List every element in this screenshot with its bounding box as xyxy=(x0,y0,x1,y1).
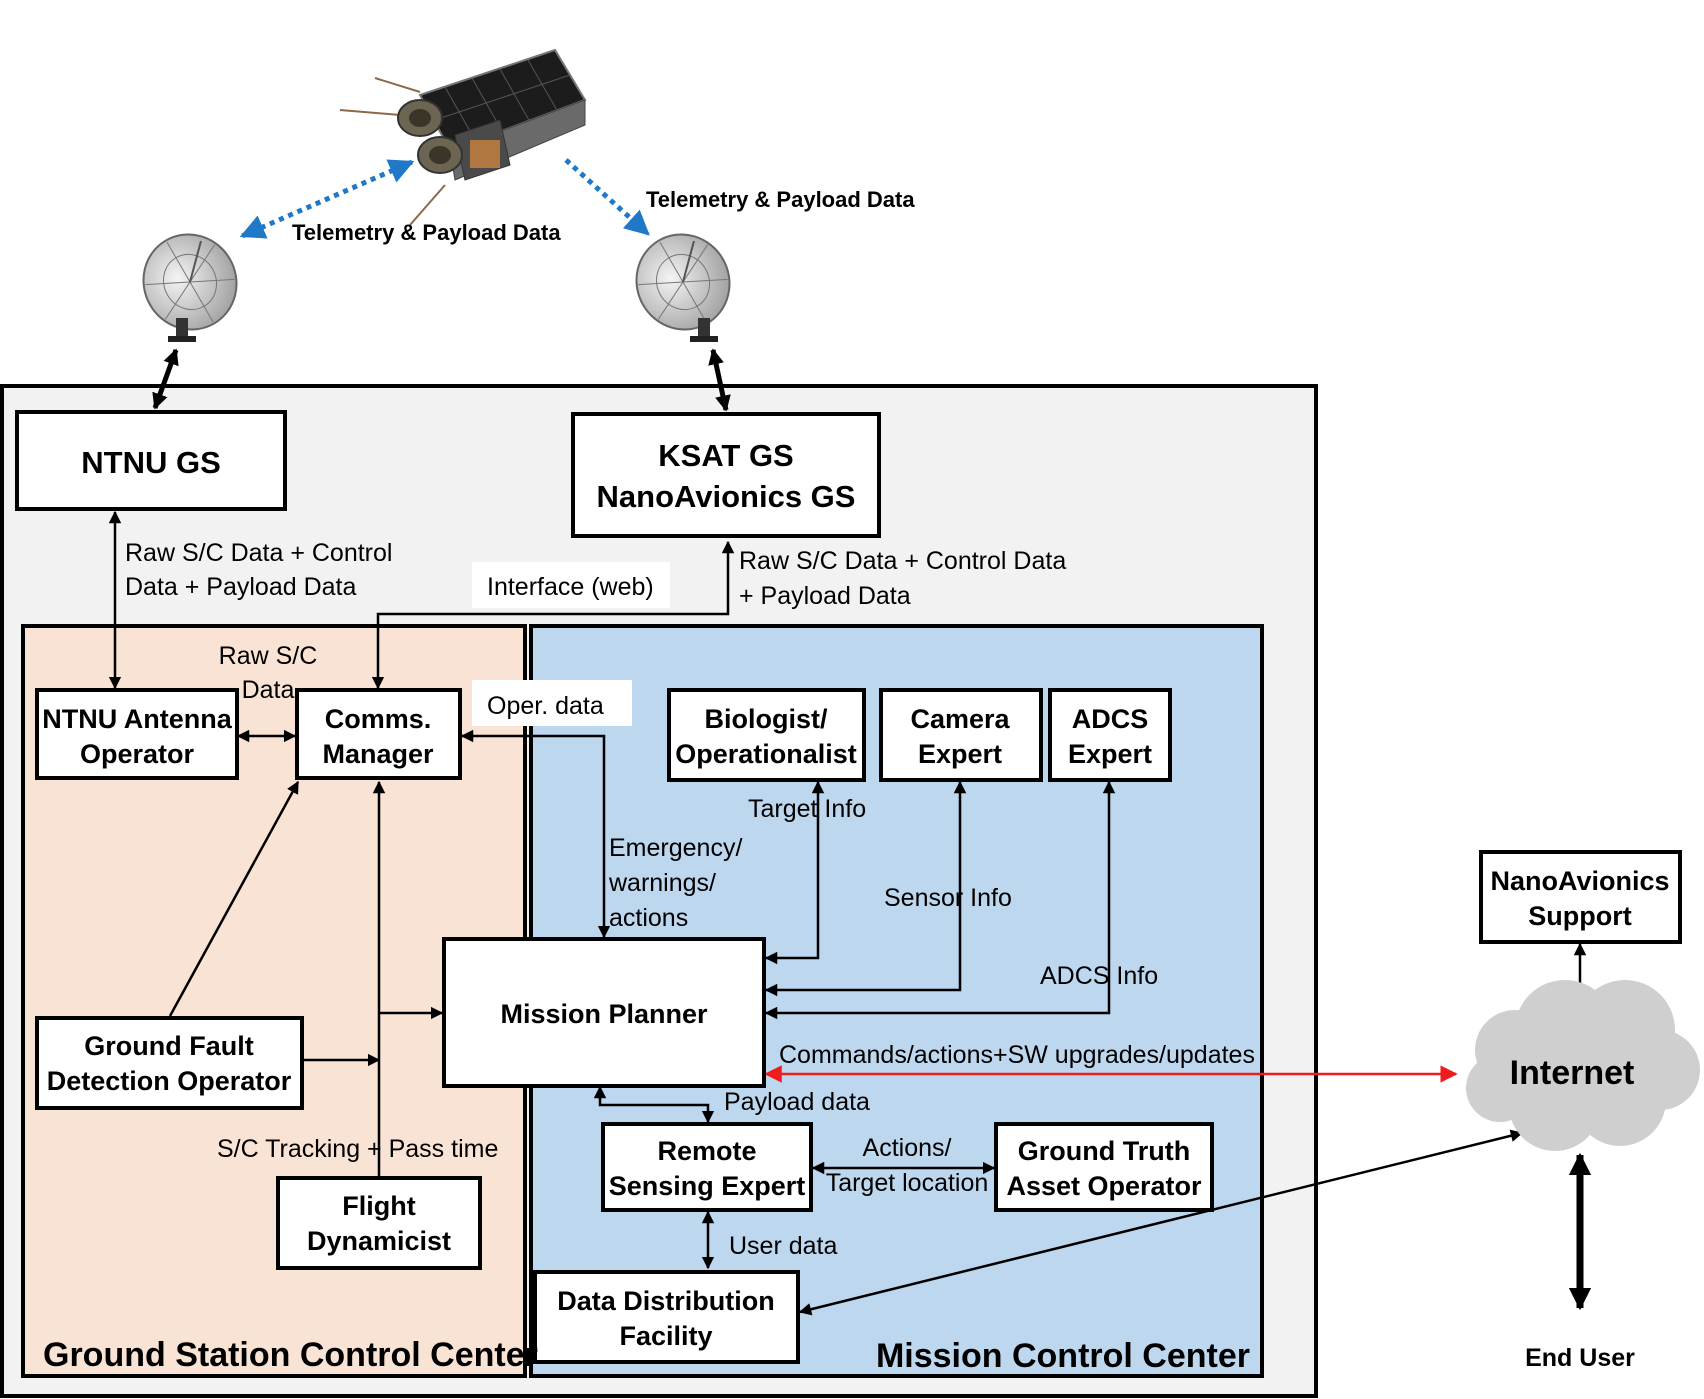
ntnu-raw-label-1: Raw S/C Data + Control xyxy=(125,539,392,567)
comms-manager-box[interactable] xyxy=(295,688,462,780)
downlink-left-arrow xyxy=(239,159,415,239)
ground-fault-box[interactable] xyxy=(35,1016,304,1110)
commands-label: Commands/actions+SW upgrades/updates xyxy=(779,1041,1255,1069)
planner-remote-link xyxy=(593,1085,715,1124)
flight-dynamicist-label-2: Dynamicist xyxy=(307,1226,451,1256)
nanoavionics-support-box[interactable] xyxy=(1479,850,1682,944)
adcs-planner-link xyxy=(764,780,1116,1020)
downlink-left-label: Telemetry & Payload Data xyxy=(292,220,561,245)
adcs-info-label: ADCS Info xyxy=(1040,962,1158,990)
ksat-dish-link xyxy=(708,348,731,412)
ground-fault-label-1: Ground Fault xyxy=(84,1031,253,1061)
adcs-expert-label-2: Expert xyxy=(1068,739,1152,769)
ksat-gs-label-2: NanoAvionics GS xyxy=(597,479,856,514)
flight-dynamicist-label-1: Flight xyxy=(342,1191,415,1221)
ntnu-raw-label-2: Data + Payload Data xyxy=(125,573,356,601)
sensor-info-label: Sensor Info xyxy=(884,884,1012,912)
mission-planner-box[interactable] xyxy=(442,937,766,1088)
adcs-expert-label-1: ADCS xyxy=(1072,704,1149,734)
comms-planner-link xyxy=(460,729,611,939)
gfd-comms-link xyxy=(168,780,300,1017)
ground-truth-label-1: Ground Truth xyxy=(1018,1136,1190,1166)
nanoavionics-support-label-1: NanoAvionics xyxy=(1490,866,1669,896)
ksat-raw-label-1: Raw S/C Data + Control Data xyxy=(739,547,1066,575)
ntnu-dish-link xyxy=(152,348,179,410)
ground-fault-label-2: Detection Operator xyxy=(47,1066,292,1096)
ddf-internet-link xyxy=(798,1129,1524,1316)
satellite-icon xyxy=(339,48,587,226)
camera-expert-box[interactable] xyxy=(879,688,1043,782)
target-info-label: Target Info xyxy=(748,795,866,823)
interface-web-patch xyxy=(472,562,670,608)
ksat-gs-box[interactable] xyxy=(571,412,881,538)
biologist-label-2: Operationalist xyxy=(675,739,857,769)
camera-expert-label-2: Expert xyxy=(918,739,1002,769)
emergency-label-2: warnings/ xyxy=(608,869,716,897)
data-distribution-box[interactable] xyxy=(533,1270,800,1364)
payload-data-label: Payload data xyxy=(724,1088,870,1116)
biologist-label-1: Biologist/ xyxy=(705,704,828,734)
oper-data-patch xyxy=(472,680,632,726)
comms-manager-label-1: Comms. xyxy=(325,704,432,734)
ntnu-antenna-label-2: Operator xyxy=(80,739,195,769)
downlink-right-arrow xyxy=(564,158,650,236)
internet-cloud-icon[interactable] xyxy=(1466,980,1700,1151)
gscc-title: Ground Station Control Center xyxy=(43,1336,538,1374)
adcs-expert-box[interactable] xyxy=(1048,688,1172,782)
sc-tracking-label: S/C Tracking + Pass time xyxy=(217,1135,498,1163)
raw-sc-label-2: Data xyxy=(242,676,295,704)
ground-truth-label-2: Asset Operator xyxy=(1006,1171,1202,1201)
raw-sc-label-1: Raw S/C xyxy=(219,642,318,670)
ntnu-antenna-label-1: NTNU Antenna xyxy=(42,704,232,734)
remote-sensing-label-1: Remote xyxy=(657,1136,756,1166)
ksat-dish-icon xyxy=(635,233,731,331)
mission-planner-label: Mission Planner xyxy=(500,999,708,1029)
remote-sensing-box[interactable] xyxy=(601,1122,813,1212)
ntnu-antenna-box[interactable] xyxy=(35,688,239,780)
ntnu-dish-icon xyxy=(142,233,238,331)
ntnu-gs-box[interactable] xyxy=(15,410,287,511)
user-data-label: User data xyxy=(729,1232,837,1260)
data-distribution-label-2: Facility xyxy=(619,1321,712,1351)
ground-truth-box[interactable] xyxy=(994,1122,1214,1212)
flight-dynamicist-box[interactable] xyxy=(276,1176,482,1270)
comms-manager-label-2: Manager xyxy=(322,739,434,769)
actions-target-label-2: Target location xyxy=(826,1169,989,1197)
mcc-title: Mission Control Center xyxy=(876,1337,1250,1375)
ksat-gs-label-1: KSAT GS xyxy=(658,438,794,473)
nanoavionics-support-label-2: Support xyxy=(1528,901,1631,931)
ntnu-gs-label: NTNU GS xyxy=(81,445,221,480)
end-user-label: End User xyxy=(1525,1344,1635,1372)
ksat-raw-label-2: + Payload Data xyxy=(739,582,911,610)
emergency-label-1: Emergency/ xyxy=(609,834,742,862)
internet-label: Internet xyxy=(1510,1054,1635,1092)
data-distribution-label-1: Data Distribution xyxy=(557,1286,775,1316)
biologist-box[interactable] xyxy=(667,688,866,782)
emergency-label-3: actions xyxy=(609,904,688,932)
oper-data-label: Oper. data xyxy=(487,692,604,720)
camera-expert-label-1: Camera xyxy=(910,704,1010,734)
ksat-comms-link xyxy=(371,540,735,690)
interface-web-label: Interface (web) xyxy=(487,573,654,601)
actions-target-label-1: Actions/ xyxy=(863,1134,952,1162)
remote-sensing-label-2: Sensing Expert xyxy=(609,1171,806,1201)
downlink-right-label: Telemetry & Payload Data xyxy=(646,187,915,212)
